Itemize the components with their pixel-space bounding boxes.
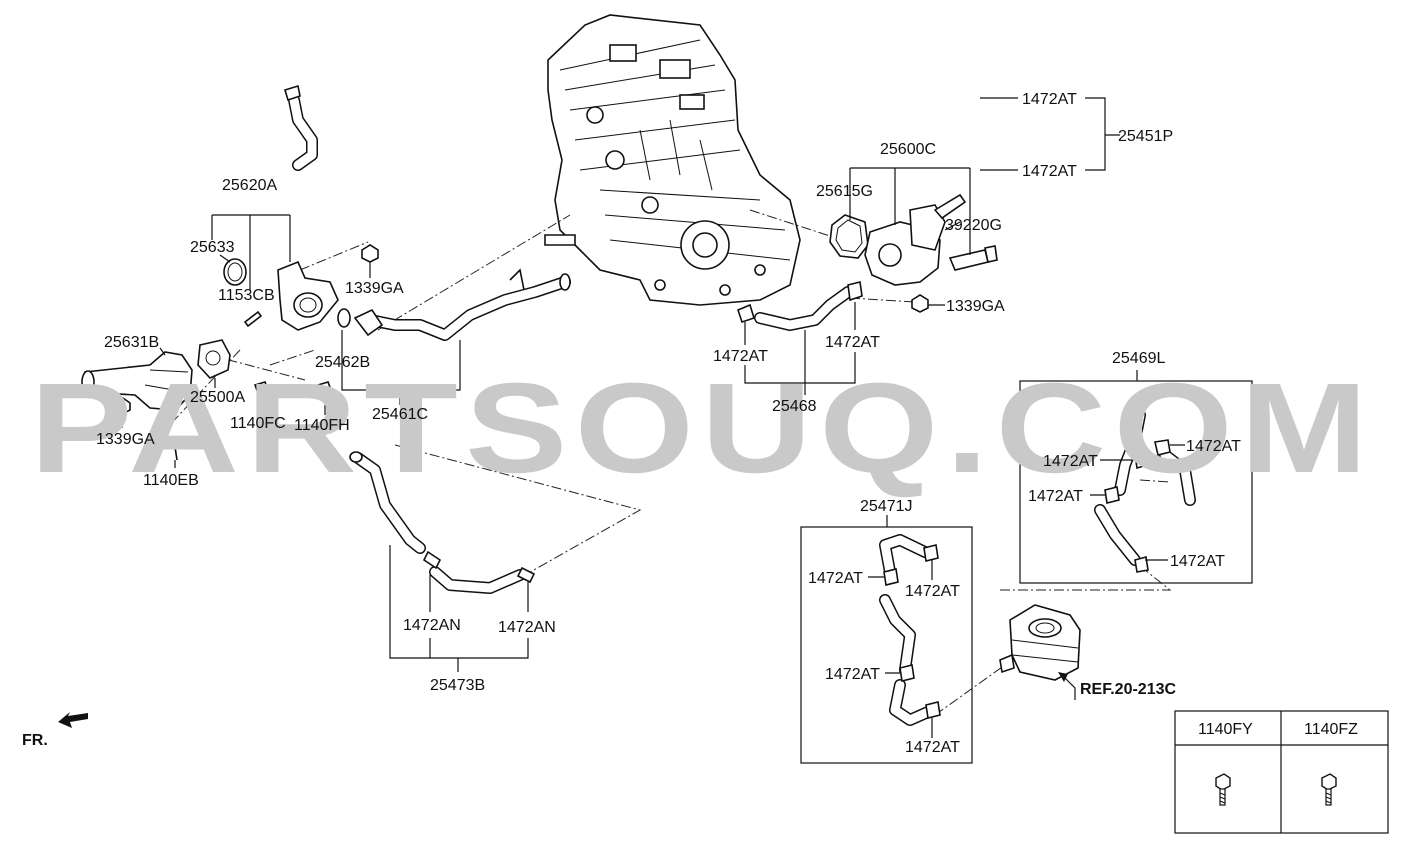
label-1472AN-a[interactable]: 1472AN <box>403 617 461 634</box>
label-25631B[interactable]: 25631B <box>104 334 159 351</box>
label-1472AT-25469L-a[interactable]: 1472AT <box>1186 438 1241 455</box>
hose-assembly-25473B <box>349 451 536 594</box>
hose-25451P <box>284 84 318 171</box>
label-1140FC[interactable]: 1140FC <box>230 415 286 432</box>
stud-1153CB <box>243 310 263 328</box>
label-1472AT-mid[interactable]: 1472AT <box>1022 163 1077 180</box>
part-labels: 25620A 25633 1153CB 1339GA 25631B 25500A… <box>96 91 1241 756</box>
bolt-1140FZ-icon <box>1321 773 1337 806</box>
label-25462B[interactable]: 25462B <box>315 354 370 371</box>
leader-lines <box>121 97 1185 738</box>
bolt-1140FC <box>253 381 270 406</box>
label-1472AT-25471J-a[interactable]: 1472AT <box>808 570 863 587</box>
gasket-25462B <box>337 308 351 328</box>
bolt-1140FY-icon <box>1215 773 1231 806</box>
label-1472AT-25471J-c[interactable]: 1472AT <box>825 666 880 683</box>
label-1339GA-right[interactable]: 1339GA <box>946 298 1005 315</box>
label-25468[interactable]: 25468 <box>772 398 817 415</box>
label-1140EB[interactable]: 1140EB <box>143 472 199 489</box>
label-25469L[interactable]: 25469L <box>1112 350 1165 367</box>
label-25633[interactable]: 25633 <box>190 239 235 256</box>
reference-label[interactable]: REF.20-213C <box>1080 681 1176 698</box>
label-1339GA-top[interactable]: 1339GA <box>345 280 404 297</box>
hose-assembly-25469L <box>1019 380 1253 584</box>
label-1339GA-left[interactable]: 1339GA <box>96 431 155 448</box>
fastener-table: 1140FY 1140FZ <box>1174 710 1389 834</box>
label-25451P[interactable]: 25451P <box>1118 128 1173 145</box>
label-1472AT-25468-right[interactable]: 1472AT <box>825 334 880 351</box>
table-header-1140FZ[interactable]: 1140FZ <box>1304 721 1358 738</box>
thermostat-25500A <box>197 339 231 379</box>
label-25461C[interactable]: 25461C <box>372 406 428 423</box>
bolt-1140EB <box>166 436 183 461</box>
label-1472AT-25469L-c[interactable]: 1472AT <box>1028 488 1083 505</box>
label-1472AN-b[interactable]: 1472AN <box>498 619 556 636</box>
label-1472AT-25471J-d[interactable]: 1472AT <box>905 739 960 756</box>
engine-block <box>544 14 801 306</box>
label-1472AT-25471J-b[interactable]: 1472AT <box>905 583 960 600</box>
bolt-1140FH <box>316 381 333 406</box>
label-1472AT-25469L-b[interactable]: 1472AT <box>1043 453 1098 470</box>
label-1153CB[interactable]: 1153CB <box>218 287 275 304</box>
outlet-pipe-25631B <box>84 351 193 411</box>
label-1140FH[interactable]: 1140FH <box>294 417 350 434</box>
nut-1339GA-right <box>911 294 929 313</box>
label-25615G[interactable]: 25615G <box>816 183 873 200</box>
sensor-39220G <box>948 249 989 271</box>
clamp-1472AT-25468b <box>847 281 863 302</box>
clamp-1472AN-a <box>422 550 442 570</box>
label-1472AT-25469L-d[interactable]: 1472AT <box>1170 553 1225 570</box>
table-header-1140FY[interactable]: 1140FY <box>1198 721 1253 738</box>
clamp-1472AT-25468a <box>737 303 755 324</box>
hose-25468 <box>737 281 863 331</box>
label-1472AT-top[interactable]: 1472AT <box>1022 91 1077 108</box>
o-ring-25633 <box>223 258 247 286</box>
nut-1339GA-top <box>361 244 379 263</box>
water-pipe-25461C <box>337 268 571 341</box>
nut-1339GA-left <box>114 397 131 415</box>
front-direction-indicator: FR. <box>22 712 88 749</box>
front-arrow-icon <box>58 712 88 728</box>
label-39220G[interactable]: 39220G <box>945 217 1002 234</box>
label-25471J[interactable]: 25471J <box>860 498 913 515</box>
label-25600C[interactable]: 25600C <box>880 141 936 158</box>
water-outlet-assembly <box>81 244 379 461</box>
clamp-1472AN-b <box>516 566 536 584</box>
watermark: PARTSOUQ.COM <box>30 357 1375 500</box>
label-25620A[interactable]: 25620A <box>222 177 277 194</box>
front-label: FR. <box>22 732 48 749</box>
hose-assembly-25471J <box>800 526 973 764</box>
label-1472AT-25468-left[interactable]: 1472AT <box>713 348 768 365</box>
oil-cooler <box>999 604 1081 681</box>
label-25473B[interactable]: 25473B <box>430 677 485 694</box>
label-25500A[interactable]: 25500A <box>190 389 245 406</box>
housing-assembly-25600C <box>829 193 998 313</box>
